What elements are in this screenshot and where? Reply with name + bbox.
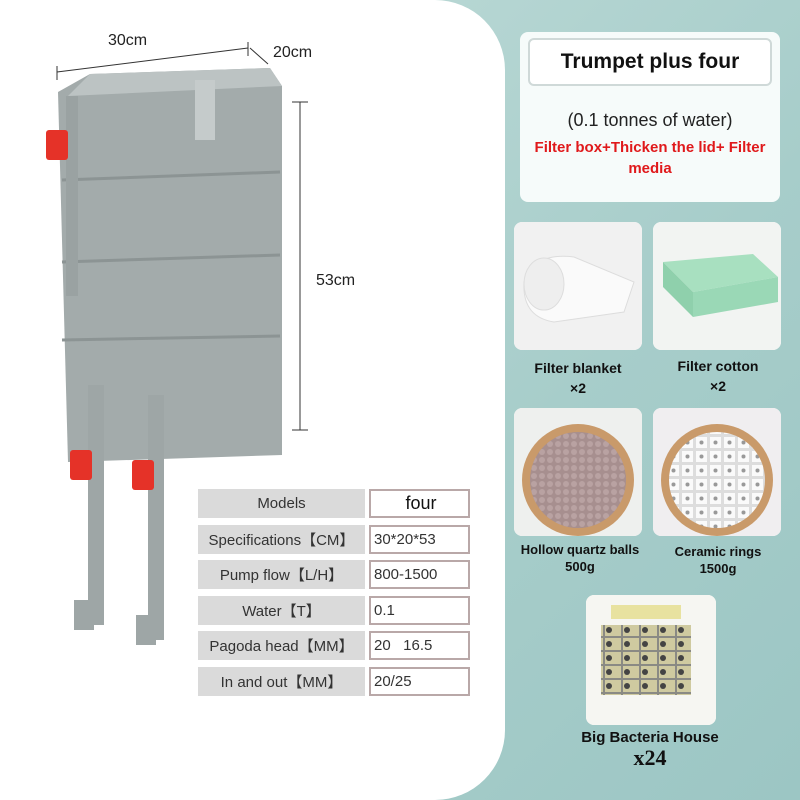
item-name: Ceramic rings	[674, 544, 762, 559]
filter-blanket-image	[514, 222, 642, 350]
item-label: Filter blanket ×2	[510, 358, 646, 398]
spec-value: four	[369, 489, 470, 518]
spec-label: Specifications【CM】	[198, 524, 365, 554]
spec-value: 800-1500	[369, 560, 470, 589]
spec-label: In and out【MM】	[198, 666, 365, 696]
height-dimension: 53cm	[316, 272, 356, 289]
spec-value: 20 16.5	[369, 631, 470, 660]
spec-label: Pump flow【L/H】	[198, 560, 365, 589]
spec-row: Pump flow【L/H】800-1500	[198, 560, 470, 589]
item-label: Filter cotton ×2	[650, 356, 786, 396]
spec-row: Pagoda head【MM】20 16.5	[198, 631, 470, 660]
item-label: Ceramic rings 1500g	[650, 543, 786, 577]
item-qty: x24	[633, 745, 667, 770]
spec-value: 20/25	[369, 666, 470, 696]
filter-cotton-image	[653, 222, 781, 350]
item-name: Big Bacteria House	[581, 729, 719, 746]
spec-label: Models	[198, 489, 365, 518]
item-name: Hollow quartz balls	[520, 542, 640, 557]
width-dimension: 30cm	[108, 32, 148, 49]
spec-row: Specifications【CM】30*20*53	[198, 524, 470, 554]
spec-label: Water【T】	[198, 595, 365, 625]
bacteria-house-image	[586, 595, 716, 725]
spec-label: Pagoda head【MM】	[198, 631, 365, 660]
spec-value: 0.1	[369, 595, 470, 625]
filter-box-illustration	[46, 42, 308, 645]
package-header-card: Trumpet plus four (0.1 tonnes of water) …	[520, 32, 780, 202]
ceramic-rings-image	[653, 408, 781, 536]
spec-row: Water【T】0.1	[198, 595, 470, 625]
item-qty: ×2	[710, 378, 726, 394]
item-qty: 1500g	[699, 561, 737, 576]
quartz-balls-image	[514, 408, 642, 536]
spec-row: In and out【MM】20/25	[198, 666, 470, 696]
item-qty: ×2	[570, 380, 586, 396]
item-name: Filter cotton	[677, 358, 759, 374]
spec-value: 30*20*53	[369, 524, 470, 554]
item-name: Filter blanket	[534, 360, 622, 376]
dimension-lines	[56, 42, 308, 431]
depth-dimension: 20cm	[273, 44, 313, 61]
package-subtitle: (0.1 tonnes of water)	[567, 110, 733, 130]
item-label: Hollow quartz balls 500g	[510, 541, 650, 575]
package-title: Trumpet plus four	[528, 38, 772, 86]
package-contents: Filter box+Thicken the lid+ Filter media	[534, 139, 766, 177]
item-qty: 500g	[565, 559, 595, 574]
